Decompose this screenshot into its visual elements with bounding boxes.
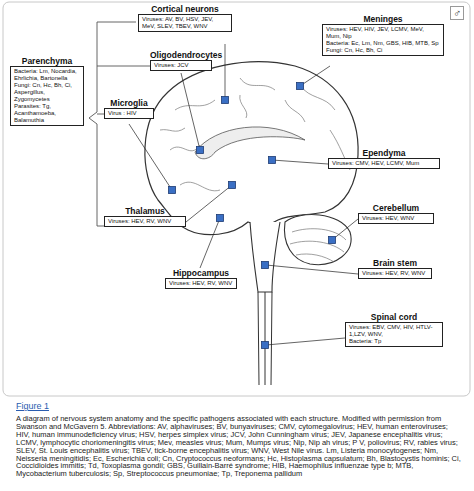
structure-heading: Brain stem	[358, 258, 432, 268]
cerebrum-outline	[145, 62, 358, 235]
pathogen-box: Viruses: HEV, RV, WNV	[104, 216, 186, 227]
structure-heading: Hippocampus	[165, 268, 237, 278]
pathogen-list: Virus : HIV	[108, 110, 150, 117]
pathogen-list: Fungi: Cn, Hc, Bh, Ci, Aspergillus, Zygo…	[14, 82, 80, 103]
structure-heading: Ependyma	[328, 148, 440, 158]
structure-node: Cortical neuronsViruses: AV, BV, HSV, JE…	[138, 4, 232, 32]
pathogen-box: Viruses: AV, BV, HSV, JEV, MeV, SLEV, TB…	[138, 14, 232, 32]
pathogen-list: Fungi: Cn, Hc, Bh, Ci	[326, 47, 440, 54]
spinal-cord-outline	[258, 292, 272, 385]
gyri-lines	[160, 78, 350, 191]
pathogen-box: Bacteria: Lm, Nocardia, Ehrlichia, Barto…	[10, 66, 84, 126]
pathogen-box: Viruses: HEV, RV, WNV	[358, 268, 432, 279]
pathogen-list: Viruses: EBV, CMV, HIV, HTLV-1,LZV, WNV,	[349, 324, 439, 338]
pathogen-list: Viruses: HEV, HIV, JEV, LCMV, MeV, Mum, …	[326, 26, 440, 40]
structure-heading: Cerebellum	[358, 203, 434, 213]
pathogen-box: Viruses: CMV, HEV, LCMV, Mum	[328, 158, 440, 169]
structure-node: ParenchymaBacteria: Lm, Nocardia, Ehrlic…	[10, 56, 84, 126]
structure-node: CerebellumViruses: HEV, WNV	[358, 203, 434, 224]
figure-caption: A diagram of nervous system anatomy and …	[16, 415, 462, 478]
structure-heading: Parenchyma	[10, 56, 84, 66]
cerebellum-folia	[290, 229, 346, 262]
cerebellum-outline	[284, 215, 351, 265]
corpus-callosum	[195, 127, 305, 159]
pathogen-list: Viruses: HEV, RV, WNV	[169, 280, 233, 287]
structure-node: MeningesViruses: HEV, HIV, JEV, LCMV, Me…	[322, 14, 444, 56]
structure-heading: Thalamus	[104, 206, 186, 216]
structure-heading: Cortical neurons	[138, 4, 232, 14]
structure-node: ThalamusViruses: HEV, RV, WNV	[104, 206, 186, 227]
pathogen-box: Virus : HIV	[104, 108, 154, 119]
pathogen-list: Viruses: AV, BV, HSV, JEV, MeV, SLEV, TB…	[142, 16, 228, 30]
structure-node: OligodendrocytesViruses: JCV	[150, 50, 212, 71]
figure-link: Figure 1	[16, 401, 49, 411]
structure-heading: Oligodendrocytes	[150, 50, 212, 60]
pathogen-box: Viruses: HEV, WNV	[358, 213, 434, 224]
pathogen-box: Viruses: HEV, HIV, JEV, LCMV, MeV, Mum, …	[322, 24, 444, 56]
structure-heading: Spinal cord	[345, 312, 443, 322]
pathogen-box: Viruses: JCV	[150, 60, 212, 71]
structure-heading: Meninges	[322, 14, 444, 24]
site-markers	[169, 83, 336, 349]
brain-stem-outline	[250, 222, 280, 292]
pathogen-box: Viruses: EBV, CMV, HIV, HTLV-1,LZV, WNV,…	[345, 322, 443, 347]
structure-node: Brain stemViruses: HEV, RV, WNV	[358, 258, 432, 279]
pathogen-list: Viruses: JCV	[154, 62, 208, 69]
pathogen-list: Bacteria: Tp	[349, 338, 439, 345]
structure-node: EpendymaViruses: CMV, HEV, LCMV, Mum	[328, 148, 440, 169]
structure-heading: Microglia	[104, 98, 154, 108]
structure-node: MicrogliaVirus : HIV	[104, 98, 154, 119]
pathogen-list: Viruses: CMV, HEV, LCMV, Mum	[332, 160, 436, 167]
leader-lines	[129, 44, 358, 345]
pathogen-list: Viruses: HEV, WNV	[362, 215, 430, 222]
sex-symbol: ♂	[450, 6, 464, 20]
structure-node: Spinal cordViruses: EBV, CMV, HIV, HTLV-…	[345, 312, 443, 347]
structure-node: HippocampusViruses: HEV, RV, WNV	[165, 268, 237, 289]
pathogen-list: Viruses: HEV, RV, WNV	[108, 218, 182, 225]
pathogen-box: Viruses: HEV, RV, WNV	[165, 278, 237, 289]
parenchyma-bracket	[89, 22, 150, 226]
pathogen-list: Parasites: Tg, Acanthamoeba, Balamuthia	[14, 103, 80, 124]
pathogen-list: Viruses: HEV, RV, WNV	[362, 270, 428, 277]
figure-frame	[3, 2, 470, 396]
pathogen-list: Bacteria: Ec, Lm, Nm, GBS, HIB, MTB, Sp	[326, 40, 440, 47]
pathogen-list: Bacteria: Lm, Nocardia, Ehrlichia, Barto…	[14, 68, 80, 82]
